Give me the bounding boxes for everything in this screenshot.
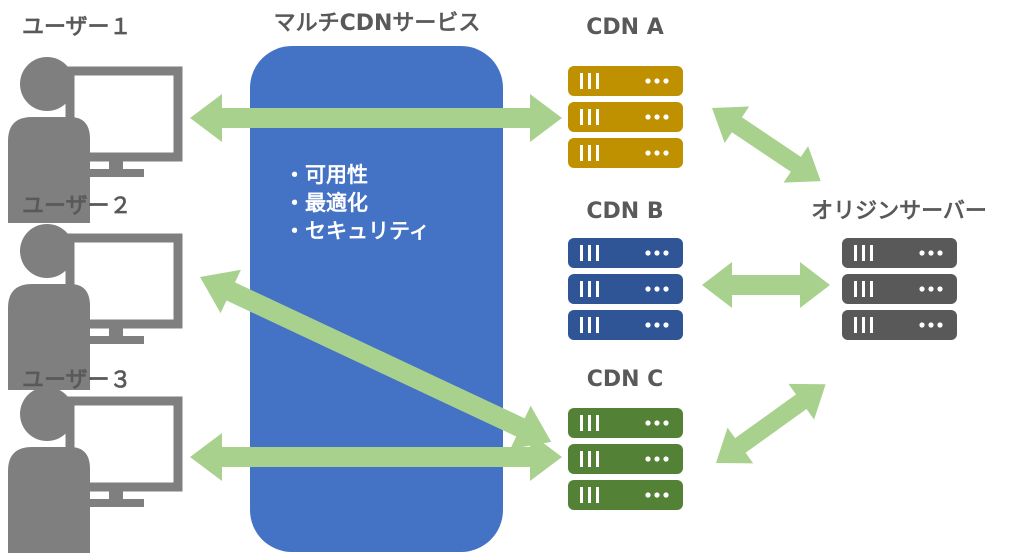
- arrow-cdn-b-origin: [702, 262, 830, 308]
- cdn-b: CDN B: [568, 199, 683, 340]
- arrow-user1-cdn-a: [190, 94, 562, 142]
- cdn-c-label: CDN C: [587, 367, 664, 392]
- user-1-label: ユーザー１: [22, 15, 132, 40]
- cdn-a: CDN A: [568, 15, 683, 168]
- arrow-cdn-c-origin: [716, 383, 826, 464]
- feature-security: ・セキュリティ: [284, 219, 430, 243]
- origin-label: オリジンサーバー: [811, 199, 987, 224]
- server-rack-icon: [568, 408, 683, 510]
- user-at-monitor-icon: [8, 387, 178, 553]
- server-rack-icon: [568, 66, 683, 168]
- origin-server: オリジンサーバー: [811, 199, 987, 340]
- arrow-cdn-a-origin: [712, 106, 821, 183]
- user-3: ユーザー３: [8, 368, 178, 553]
- multi-cdn-title: マルチCDNサービス: [274, 11, 481, 36]
- user-at-monitor-icon: [8, 224, 178, 390]
- arrow-user3-cdn-c: [190, 433, 562, 481]
- cdn-c: CDN C: [568, 367, 683, 510]
- cdn-b-label: CDN B: [586, 199, 663, 224]
- multi-cdn-panel: [250, 46, 503, 552]
- user-2: ユーザー２: [8, 194, 178, 390]
- feature-optimization: ・最適化: [284, 191, 368, 215]
- cdn-a-label: CDN A: [586, 15, 664, 40]
- user-2-label: ユーザー２: [22, 194, 132, 219]
- arrow-user2-cdn-c: [200, 269, 552, 450]
- feature-availability: ・可用性: [284, 163, 368, 187]
- user-1: ユーザー１: [8, 15, 178, 223]
- arrows: [190, 94, 830, 481]
- server-rack-icon: [568, 238, 683, 340]
- server-rack-icon: [842, 238, 957, 340]
